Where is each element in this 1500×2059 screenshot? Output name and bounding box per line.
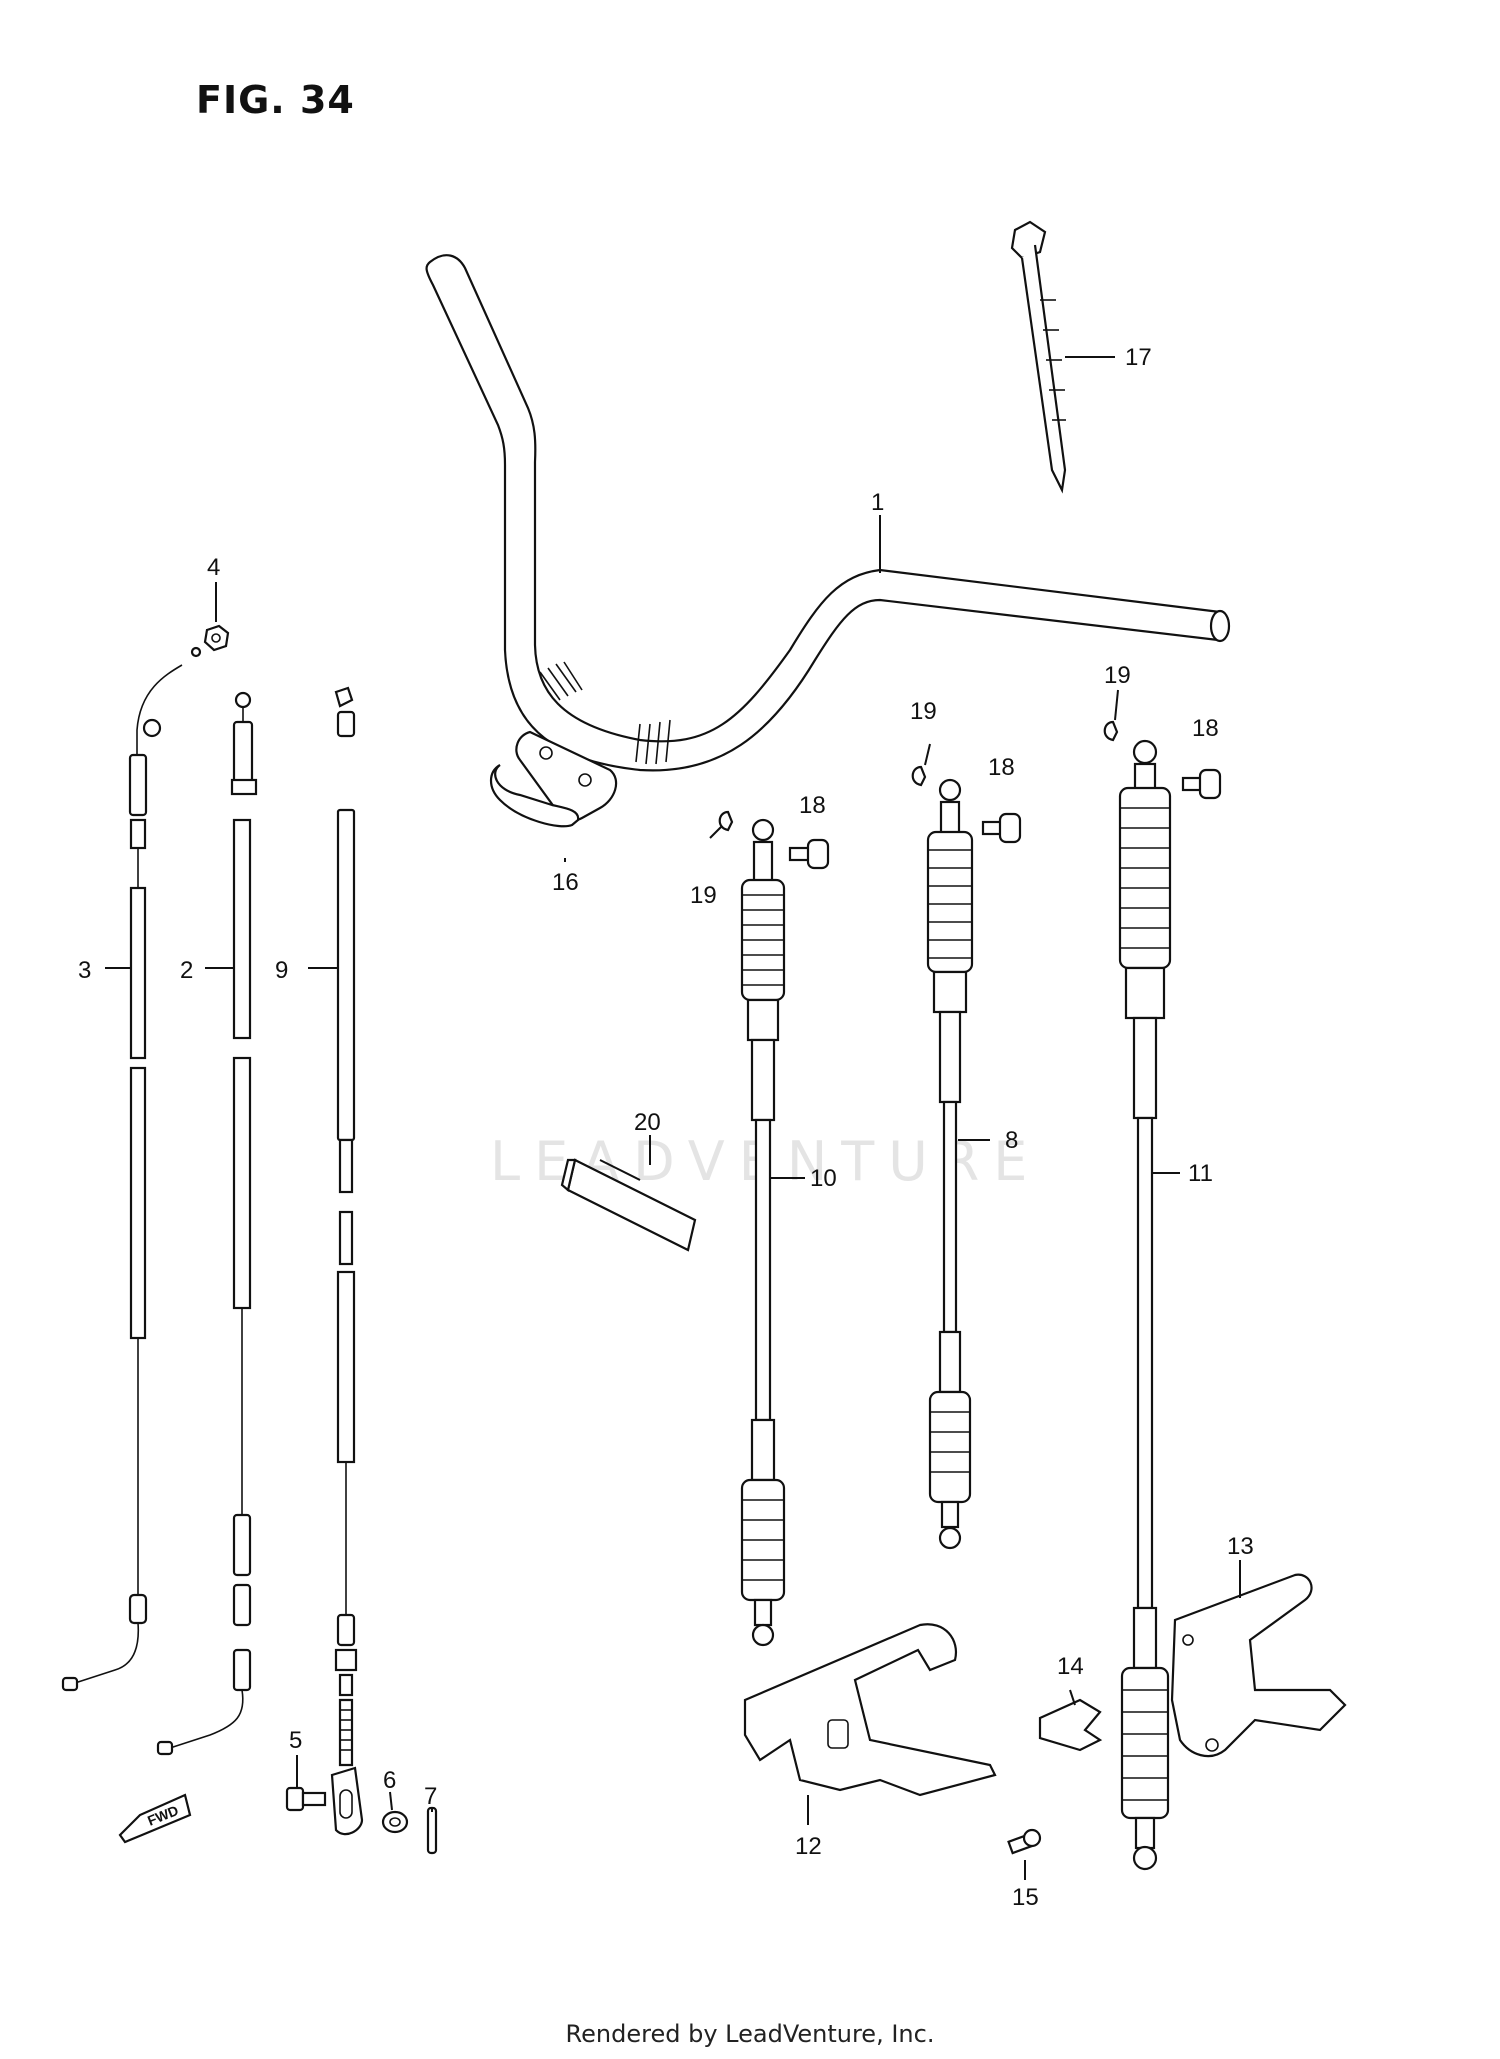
figure-title: FIG. 34	[196, 78, 355, 122]
cable-2[interactable]	[156, 691, 258, 1756]
clip-19a[interactable]	[718, 810, 734, 832]
callout-19c: 19	[1104, 662, 1131, 689]
callout-7: 7	[424, 1783, 437, 1810]
clamp[interactable]	[489, 730, 618, 828]
cable-3[interactable]	[61, 646, 202, 1692]
control-cable-10[interactable]	[740, 818, 786, 1647]
callout-19a: 19	[690, 882, 717, 909]
pin-18b[interactable]	[981, 812, 1022, 844]
callout-19b: 19	[910, 698, 937, 725]
leader-lines	[105, 356, 1241, 1880]
footer-credit: Rendered by LeadVenture, Inc.	[565, 2020, 935, 2048]
bracket-13[interactable]	[1170, 1573, 1347, 1758]
handlebar[interactable]	[425, 254, 1231, 772]
control-cable-11[interactable]	[1118, 739, 1172, 1871]
bracket-12[interactable]	[743, 1623, 997, 1797]
washer[interactable]	[381, 1810, 409, 1834]
screw[interactable]	[1007, 1828, 1042, 1855]
bolt[interactable]	[285, 1786, 327, 1812]
clip-19b[interactable]	[911, 765, 927, 787]
callout-20: 20	[634, 1109, 661, 1136]
callout-18b: 18	[988, 754, 1015, 781]
callout-2: 2	[180, 957, 193, 984]
callout-4: 4	[207, 554, 220, 581]
callout-9: 9	[275, 957, 288, 984]
control-cable-8[interactable]	[926, 778, 974, 1550]
pin-18c[interactable]	[1181, 768, 1222, 800]
callout-17: 17	[1125, 344, 1152, 371]
callout-labels: 1 2 3 4 5 6 7 8 9 10 11 12 13 14 15 16 1…	[78, 344, 1254, 1911]
callout-13: 13	[1227, 1533, 1254, 1560]
cable-9[interactable]	[330, 686, 364, 1836]
callout-10: 10	[810, 1165, 837, 1192]
pin-18a[interactable]	[788, 838, 830, 870]
callout-5: 5	[289, 1727, 302, 1754]
callout-11: 11	[1188, 1160, 1213, 1187]
nut[interactable]	[203, 624, 230, 652]
callout-14: 14	[1057, 1653, 1084, 1680]
clip-19c[interactable]	[1103, 720, 1119, 742]
callout-12: 12	[795, 1833, 822, 1860]
callout-6: 6	[383, 1767, 396, 1794]
pin[interactable]	[426, 1806, 438, 1855]
fwd-badge: FWD	[118, 1793, 192, 1844]
pad[interactable]	[560, 1158, 697, 1252]
callout-1: 1	[871, 489, 884, 516]
callout-3: 3	[78, 957, 91, 984]
callout-18c: 18	[1192, 715, 1219, 742]
callout-15: 15	[1012, 1884, 1039, 1911]
callout-8: 8	[1005, 1127, 1018, 1154]
clip-14[interactable]	[1038, 1698, 1103, 1752]
callout-16: 16	[552, 869, 579, 896]
cable-tie[interactable]	[1010, 220, 1067, 494]
callout-18a: 18	[799, 792, 826, 819]
